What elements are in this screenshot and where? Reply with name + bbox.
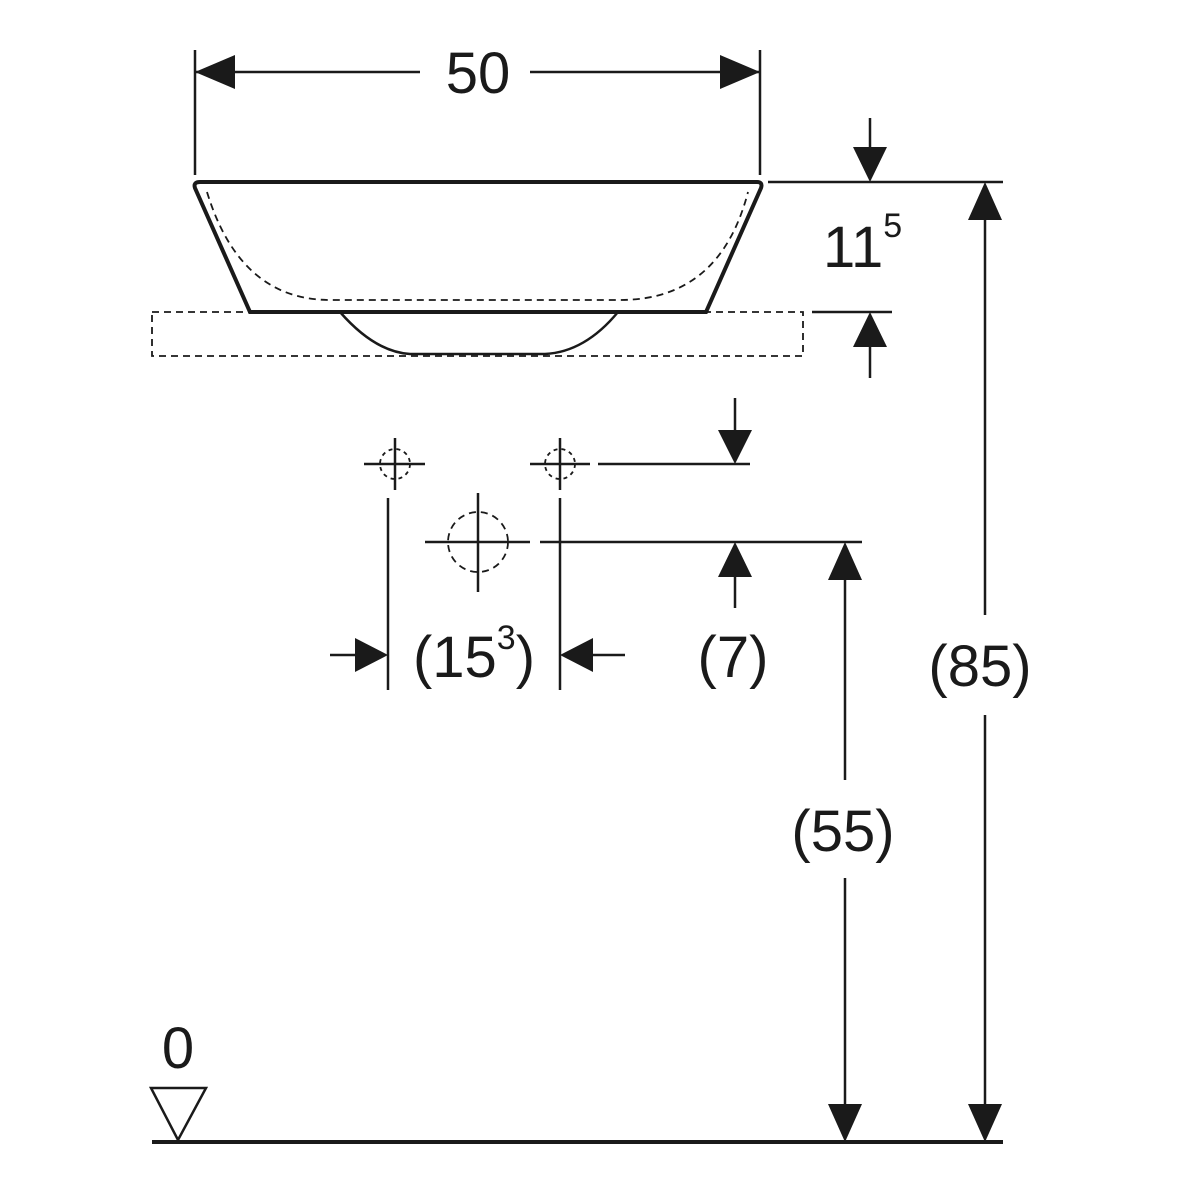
tap-hole-right — [530, 438, 590, 490]
total-height-dimension: (85) — [928, 182, 1032, 1142]
basin-height-label: 115 — [823, 207, 902, 280]
floor-level-triangle-icon — [148, 1086, 209, 1143]
floor-level: 0 — [148, 1016, 1003, 1144]
drain-height-label: (55) — [791, 799, 894, 864]
tap-offset-dimension: (7) — [540, 398, 862, 690]
drain-height-dimension: (55) — [791, 542, 895, 1142]
total-height-label: (85) — [928, 634, 1031, 699]
tap-spacing-dimension: (153) — [330, 498, 625, 690]
drain-hole — [425, 493, 530, 592]
tap-hole-left — [364, 438, 425, 490]
width-label: 50 — [446, 41, 511, 106]
countertop — [151, 311, 804, 357]
floor-level-label: 0 — [162, 1016, 194, 1081]
width-dimension: 50 — [193, 41, 762, 175]
basin-outline — [192, 180, 764, 314]
tap-offset-label: (7) — [698, 625, 769, 690]
basin-drain-bowl — [339, 311, 619, 356]
tap-spacing-label: (153) — [413, 619, 535, 690]
basin-height-dimension: 115 — [768, 118, 1003, 378]
